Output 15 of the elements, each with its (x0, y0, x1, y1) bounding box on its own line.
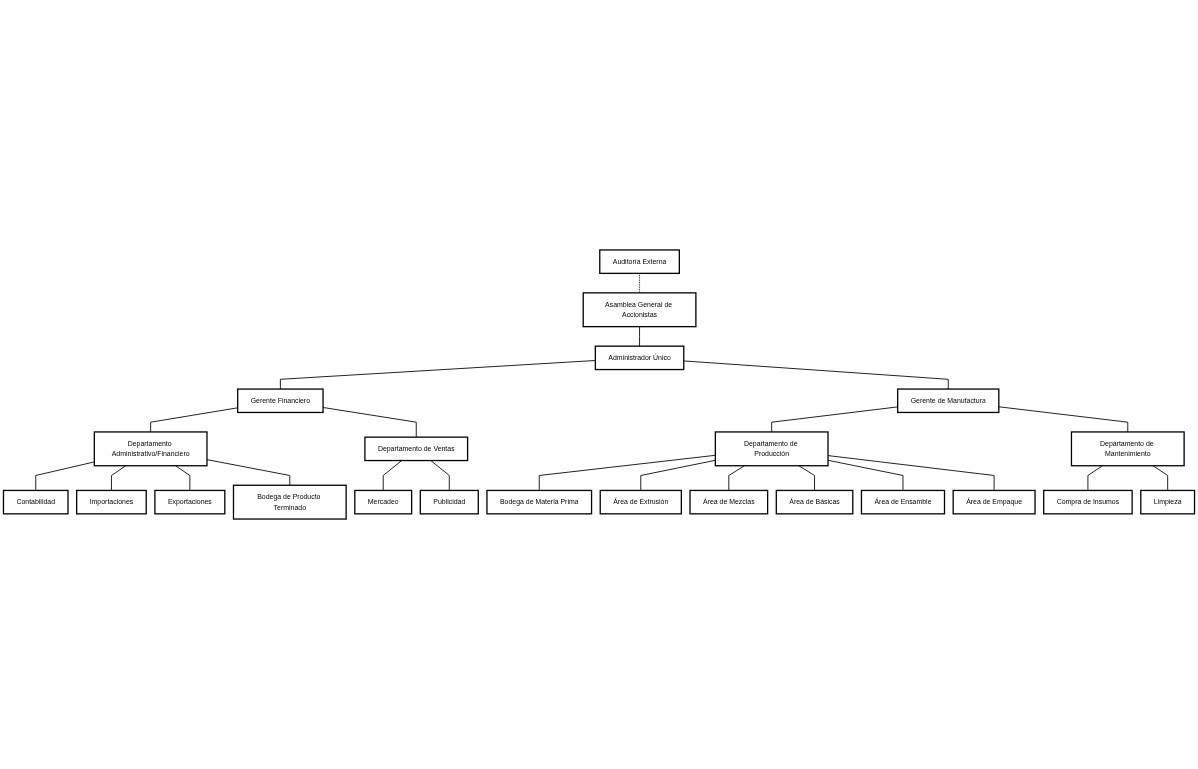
connector (639, 326, 640, 347)
connector (35, 461, 95, 491)
connector (1087, 465, 1103, 491)
connector (430, 460, 450, 491)
connector (111, 465, 127, 491)
connector (1152, 465, 1169, 491)
connector (206, 459, 291, 486)
connector (640, 459, 716, 491)
connector (279, 360, 596, 390)
connector (382, 460, 403, 491)
connector (538, 454, 716, 491)
connector (175, 465, 191, 491)
connector (998, 406, 1129, 433)
connector (683, 360, 949, 390)
connector (639, 272, 640, 294)
